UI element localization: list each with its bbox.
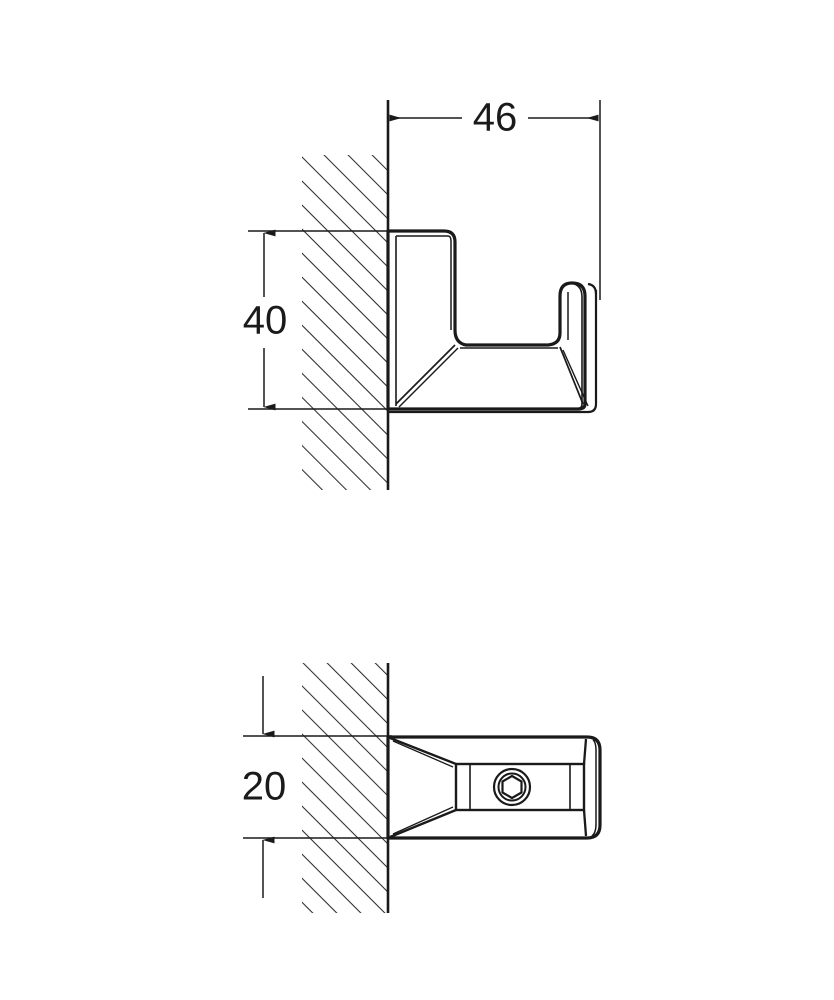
plan-bevel-top-left — [389, 736, 457, 766]
view-side-elevation: 46 40 — [243, 96, 601, 490]
wall-section-top — [302, 100, 390, 490]
plan-right-inner-edge — [591, 739, 597, 837]
dimension-46: 46 — [389, 96, 601, 300]
chamfer-line-bottom-left — [395, 344, 456, 405]
dimension-40: 40 — [243, 229, 392, 411]
plan-bevel-top-left-2 — [392, 740, 454, 768]
wall-hatch-fill-top — [302, 155, 388, 490]
hook-outer-profile — [386, 229, 587, 411]
dimension-label-46: 46 — [473, 96, 518, 140]
wall-hatch-fill-bottom — [302, 663, 388, 913]
plan-bevel-bottom-left — [389, 808, 457, 839]
hook-profile-side — [386, 229, 598, 414]
wall-section-bottom — [302, 663, 390, 913]
chamfer-line-bottom-right — [559, 346, 584, 405]
dimension-20: 20 — [242, 676, 392, 898]
plan-bevel-bottom-left-2 — [392, 806, 454, 835]
dimension-label-40: 40 — [243, 299, 288, 343]
view-plan-underside: 20 — [242, 663, 602, 913]
plan-bevel-bottom-right — [582, 809, 588, 837]
hook-bottom-far-edge — [388, 290, 598, 414]
hook-plan-body — [386, 735, 602, 840]
hook-tip-far-corner — [587, 282, 598, 295]
plan-bevel-top-right — [582, 738, 588, 765]
dimension-label-20: 20 — [242, 765, 287, 809]
hook-front-inner-line — [447, 235, 452, 330]
chamfer-line-bottom-right-2 — [562, 349, 589, 407]
hook-tip-far-edge — [567, 282, 583, 410]
chamfer-line-bottom-left-2 — [398, 347, 459, 408]
grub-screw-hex-socket — [492, 767, 532, 807]
screw-hex-socket-icon — [501, 774, 523, 800]
